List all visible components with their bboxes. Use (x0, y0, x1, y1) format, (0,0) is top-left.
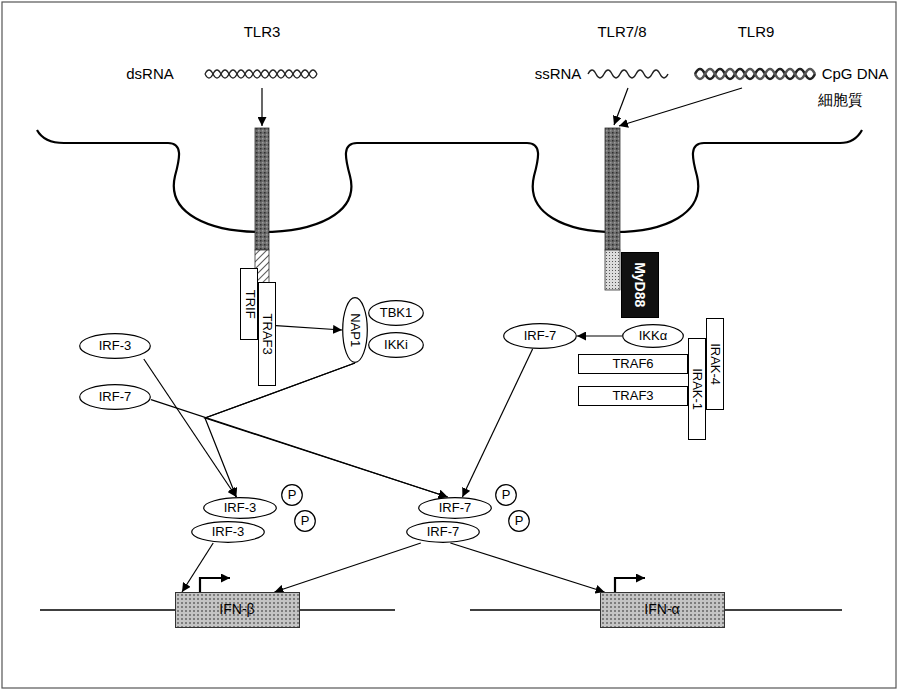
gene-box: IFN-α (600, 592, 725, 628)
node-text: IRAK-1 (690, 368, 704, 410)
kinase-box: IRAK-1 (688, 338, 706, 440)
node-text: P (301, 514, 310, 528)
node-text: IFN-α (644, 602, 679, 617)
factor-ellipse: IRF-7 (79, 384, 151, 410)
pathway-arrow (151, 400, 448, 497)
protein-ellipse: NAP1 (342, 297, 368, 363)
pathway-arrow (205, 363, 355, 497)
node-text: IKKα (639, 329, 667, 343)
node-text: IRF-3 (224, 501, 257, 515)
phosphate-circle: P (294, 510, 316, 532)
factor-ellipse: IRF-3 (79, 333, 151, 359)
pathway-arrow (275, 543, 421, 592)
receptor-label: TLR9 (738, 24, 775, 41)
phosphate-circle: P (495, 484, 517, 506)
node-text: TRAF3 (612, 389, 653, 403)
node-text: IFN-β (219, 602, 254, 617)
node-text: IRF-7 (427, 525, 460, 539)
node-text: TBK1 (380, 306, 413, 320)
phosphate-circle: P (508, 510, 530, 532)
adaptor-box: TRAF3 (258, 282, 276, 386)
pathway-arrow (144, 359, 237, 497)
node-text: TRAF3 (260, 313, 274, 354)
node-text: IRF-7 (439, 501, 472, 515)
factor-ellipse: IRF-7 (406, 521, 480, 543)
receptor-label: TLR7/8 (597, 24, 646, 41)
adaptor-box: TRAF6 (578, 354, 688, 374)
pathway-arrow (462, 349, 532, 497)
pathway-arrow (577, 335, 622, 336)
phosphate-circle: P (281, 484, 303, 506)
ligand-label: ssRNA (535, 66, 582, 83)
factor-ellipse: IRF-3 (203, 497, 277, 519)
node-text: NAP1 (348, 313, 362, 347)
kinase-box: IRAK-4 (706, 318, 724, 410)
factor-ellipse: IRF-7 (503, 323, 577, 349)
node-text: TRAF6 (612, 357, 653, 371)
pathway-arrow (205, 363, 448, 497)
kinase-ellipse: TBK1 (368, 300, 424, 326)
node-text: P (502, 488, 511, 502)
node-text: IRF-3 (212, 525, 245, 539)
gene-box: IFN-β (175, 592, 300, 628)
pathway-arrow (182, 543, 213, 592)
factor-ellipse: IRF-3 (191, 521, 265, 543)
node-text: IRF-3 (99, 339, 132, 353)
adaptor-box: TRIF (240, 268, 258, 340)
node-text: IRF-7 (99, 390, 132, 404)
node-text: IRAK-4 (708, 343, 722, 385)
compartment-label: 細胞質 (818, 92, 863, 109)
kinase-ellipse: IKKα (622, 324, 684, 348)
node-text: TRIF (242, 290, 256, 319)
node-text: P (288, 488, 297, 502)
pathway-arrow (450, 543, 604, 592)
node-text: IKKi (384, 338, 408, 352)
ligand-label: CpG DNA (822, 66, 889, 83)
adaptor-box: TRAF3 (578, 386, 688, 406)
adaptor-box: MyD88 (621, 252, 659, 318)
kinase-ellipse: IKKi (368, 332, 424, 358)
node-text: IRF-7 (524, 329, 557, 343)
ligand-label: dsRNA (126, 66, 174, 83)
factor-ellipse: IRF-7 (418, 497, 492, 519)
node-text: MyD88 (632, 262, 647, 307)
receptor-label: TLR3 (244, 24, 281, 41)
node-text: P (515, 514, 524, 528)
pathway-arrow (276, 326, 342, 330)
